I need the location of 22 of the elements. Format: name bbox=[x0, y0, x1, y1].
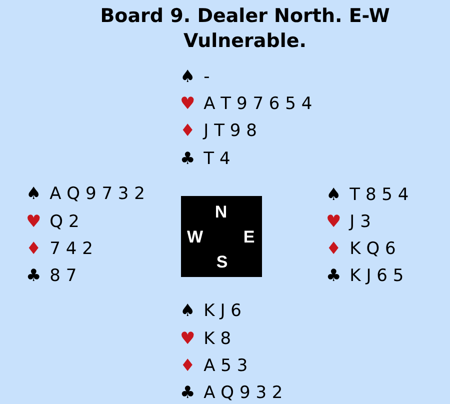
compass-direction: W bbox=[186, 230, 204, 244]
diamond-holding: ♦ K Q 6 bbox=[326, 239, 396, 259]
compass-direction: N bbox=[214, 204, 228, 220]
club-holding: ♣ 8 7 bbox=[26, 266, 77, 286]
heart-holding: ♥ K 8 bbox=[180, 329, 232, 349]
compass-direction: E bbox=[243, 230, 255, 244]
spade-holding: ♠ A Q 9 7 3 2 bbox=[26, 184, 145, 204]
club-holding: ♣ K J 6 5 bbox=[326, 266, 404, 286]
diamond-holding: ♦ J T 9 8 bbox=[180, 121, 257, 141]
spade-holding: ♠ K J 6 bbox=[180, 301, 242, 321]
heart-holding: ♥ A T 9 7 6 5 4 bbox=[180, 94, 312, 114]
compass-box bbox=[181, 196, 262, 277]
club-holding: ♣ T 4 bbox=[180, 149, 230, 169]
club-holding: ♣ A Q 9 3 2 bbox=[180, 383, 283, 403]
diamond-holding: ♦ A 5 3 bbox=[180, 356, 248, 376]
spade-holding: ♠ - bbox=[180, 67, 210, 87]
spade-holding: ♠ T 8 5 4 bbox=[326, 185, 409, 205]
heart-holding: ♥ J 3 bbox=[326, 212, 371, 232]
compass-direction: S bbox=[216, 254, 228, 270]
diamond-holding: ♦ 7 4 2 bbox=[26, 239, 93, 259]
heart-holding: ♥ Q 2 bbox=[26, 212, 80, 232]
board-title: Board 9. Dealer North. E-W Vulnerable. bbox=[99, 4, 391, 54]
